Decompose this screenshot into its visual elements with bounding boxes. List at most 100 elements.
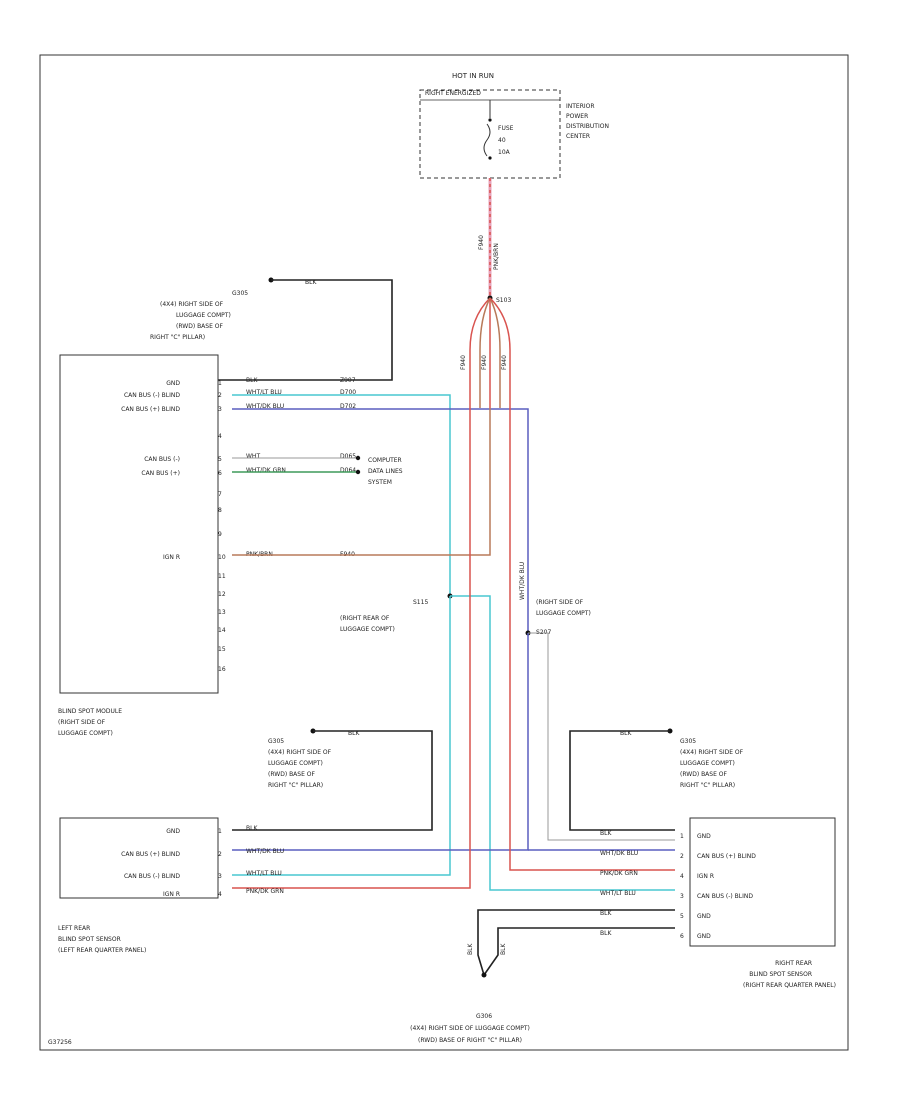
splice-left-line-1: (RIGHT REAR OF bbox=[340, 615, 390, 622]
module-pin-number: 12 bbox=[218, 591, 226, 598]
module-pin-color: WHT/DK BLU bbox=[246, 403, 284, 410]
module-pin-number: 3 bbox=[218, 406, 222, 413]
module-pin-color: WHT/DK GRN bbox=[246, 467, 286, 474]
right-sensor-pin-name: CAN BUS (+) BLIND bbox=[697, 853, 756, 860]
bottom-ground-line-2: (4X4) RIGHT SIDE OF LUGGAGE COMPT) bbox=[410, 1025, 530, 1032]
left-sensor-pin-color: BLK bbox=[246, 825, 258, 832]
right-sensor-pin-color: WHT/LT BLU bbox=[600, 890, 636, 897]
left-sensor-pin-color: WHT/LT BLU bbox=[246, 870, 282, 877]
module-pin-number: 13 bbox=[218, 609, 226, 616]
center-name-line-3: DISTRIBUTION bbox=[566, 123, 609, 130]
right-sensor-pin-number: 4 bbox=[680, 873, 684, 880]
module-pin-number: 6 bbox=[218, 470, 222, 477]
left-sensor-pin-name: CAN BUS (-) BLIND bbox=[124, 873, 180, 880]
left-sensor-pin-number: 1 bbox=[218, 828, 222, 835]
module-wires bbox=[232, 394, 529, 633]
left-ground-line-2: (4X4) RIGHT SIDE OF bbox=[268, 749, 332, 756]
left-ground-line-5: RIGHT "C" PILLAR) bbox=[268, 782, 323, 789]
module-pin-circuit: D065 bbox=[340, 453, 356, 460]
module-pin-name: IGN R bbox=[163, 554, 180, 561]
top-ground-line-5: RIGHT "C" PILLAR) bbox=[150, 334, 205, 341]
top-ground-line-2: (4X4) RIGHT SIDE OF bbox=[160, 301, 224, 308]
module-pin-number: 4 bbox=[218, 433, 222, 440]
module-title-line-1: BLIND SPOT MODULE bbox=[58, 708, 122, 715]
module-pin-number: 15 bbox=[218, 646, 226, 653]
vertical-wire-label: WHT/DK BLU bbox=[519, 562, 526, 600]
right-sensor-pin-color: WHT/DK BLU bbox=[600, 850, 638, 857]
module-pin-circuit: D064 bbox=[340, 467, 356, 474]
module-pin-number: 9 bbox=[218, 531, 222, 538]
left-sensor-pin-name: GND bbox=[166, 828, 180, 835]
splice-left: S115 (RIGHT REAR OF LUGGAGE COMPT) bbox=[340, 593, 453, 633]
fuse-box: HOT IN RUN RIGHT ENERGIZED FUSE 40 10A I… bbox=[419, 72, 609, 179]
top-ground: BLK G305 (4X4) RIGHT SIDE OF LUGGAGE COM… bbox=[150, 277, 393, 381]
fuse-amperage: 10A bbox=[498, 149, 511, 156]
module-pin-number: 10 bbox=[218, 554, 226, 561]
left-ground-line-3: LUGGAGE COMPT) bbox=[268, 760, 323, 767]
right-ground-line-3: LUGGAGE COMPT) bbox=[680, 760, 735, 767]
right-sensor-pin-number: 2 bbox=[680, 853, 684, 860]
svg-text:F940: F940 bbox=[460, 355, 467, 370]
right-ground: BLK G305 (4X4) RIGHT SIDE OF LUGGAGE COM… bbox=[569, 728, 744, 831]
left-sensor-pin-number: 4 bbox=[218, 891, 222, 898]
right-sensor-pin-name: GND bbox=[697, 913, 711, 920]
module-pin-circuit: D700 bbox=[340, 389, 356, 396]
splice-right-line-2: LUGGAGE COMPT) bbox=[536, 610, 591, 617]
right-sensor-pin-name: IGN R bbox=[697, 873, 714, 880]
bottom-ground-wire-b: BLK bbox=[500, 943, 507, 955]
right-sensor-pin-color: BLK bbox=[600, 930, 612, 937]
svg-text:F940: F940 bbox=[481, 355, 488, 370]
left-sensor-pin-number: 3 bbox=[218, 873, 222, 880]
svg-text:F940: F940 bbox=[501, 355, 508, 370]
module-pin-color: BLK bbox=[246, 377, 258, 384]
bottom-ground-line-3: (RWD) BASE OF RIGHT "C" PILLAR) bbox=[418, 1037, 522, 1044]
right-sensor-pin-number: 5 bbox=[680, 913, 684, 920]
right-sensor-pin-name: CAN BUS (-) BLIND bbox=[697, 893, 753, 900]
right-sensor-title-3: (RIGHT REAR QUARTER PANEL) bbox=[743, 982, 836, 989]
splice-fanout: F940 F940 F940 bbox=[460, 297, 511, 408]
module-pin-number: 8 bbox=[218, 507, 222, 514]
top-ground-line-1: G305 bbox=[232, 290, 248, 297]
module-title-line-3: LUGGAGE COMPT) bbox=[58, 730, 113, 737]
feed-splice-label: S103 bbox=[496, 297, 511, 304]
left-ground: BLK G305 (4X4) RIGHT SIDE OF LUGGAGE COM… bbox=[232, 728, 433, 831]
right-sensor-pin-color: BLK bbox=[600, 830, 612, 837]
right-sensor-title-2: BLIND SPOT SENSOR bbox=[749, 971, 812, 978]
right-ground-line-5: RIGHT "C" PILLAR) bbox=[680, 782, 735, 789]
left-sensor-title-3: (LEFT REAR QUARTER PANEL) bbox=[58, 947, 146, 954]
splice-right-line-1: (RIGHT SIDE OF bbox=[536, 599, 584, 606]
fuse-hot-label: HOT IN RUN bbox=[452, 72, 494, 80]
top-ground-line-3: LUGGAGE COMPT) bbox=[176, 312, 231, 319]
splice-right: S207 (RIGHT SIDE OF LUGGAGE COMPT) bbox=[525, 599, 591, 636]
module-pin-name: CAN BUS (+) bbox=[141, 470, 180, 477]
module-pin-number: 14 bbox=[218, 627, 226, 634]
fuse-label: FUSE bbox=[498, 125, 514, 132]
right-sensor-box bbox=[689, 817, 836, 947]
right-sensor-pin-name: GND bbox=[697, 933, 711, 940]
module-pin-circuit: Z907 bbox=[340, 377, 356, 384]
splice-left-line-2: LUGGAGE COMPT) bbox=[340, 626, 395, 633]
harness bbox=[232, 408, 675, 891]
left-ground-line-4: (RWD) BASE OF bbox=[268, 771, 316, 778]
computer-data-line-1: COMPUTER bbox=[368, 457, 402, 464]
right-sensor-pin-number: 3 bbox=[680, 893, 684, 900]
right-ground-line-4: (RWD) BASE OF bbox=[680, 771, 728, 778]
center-name-line-1: INTERIOR bbox=[566, 103, 595, 110]
center-name-line-2: POWER bbox=[566, 113, 588, 120]
left-sensor-pin-name: CAN BUS (+) BLIND bbox=[121, 851, 180, 858]
computer-data-line-3: SYSTEM bbox=[368, 479, 392, 486]
right-sensor-pin-number: 6 bbox=[680, 933, 684, 940]
module-pin-number: 11 bbox=[218, 573, 226, 580]
module-pin-number: 7 bbox=[218, 491, 222, 498]
bottom-ground: BLK BLK G306 (4X4) RIGHT SIDE OF LUGGAGE… bbox=[410, 909, 675, 1044]
module-box bbox=[59, 354, 219, 694]
module-pin-color: WHT/LT BLU bbox=[246, 389, 282, 396]
module-pin-number: 16 bbox=[218, 666, 226, 673]
top-ground-line-4: (RWD) BASE OF bbox=[176, 323, 224, 330]
module-pin-name: CAN BUS (+) BLIND bbox=[121, 406, 180, 413]
left-sensor-box bbox=[59, 817, 219, 899]
module-pin-name: CAN BUS (-) BLIND bbox=[124, 392, 180, 399]
